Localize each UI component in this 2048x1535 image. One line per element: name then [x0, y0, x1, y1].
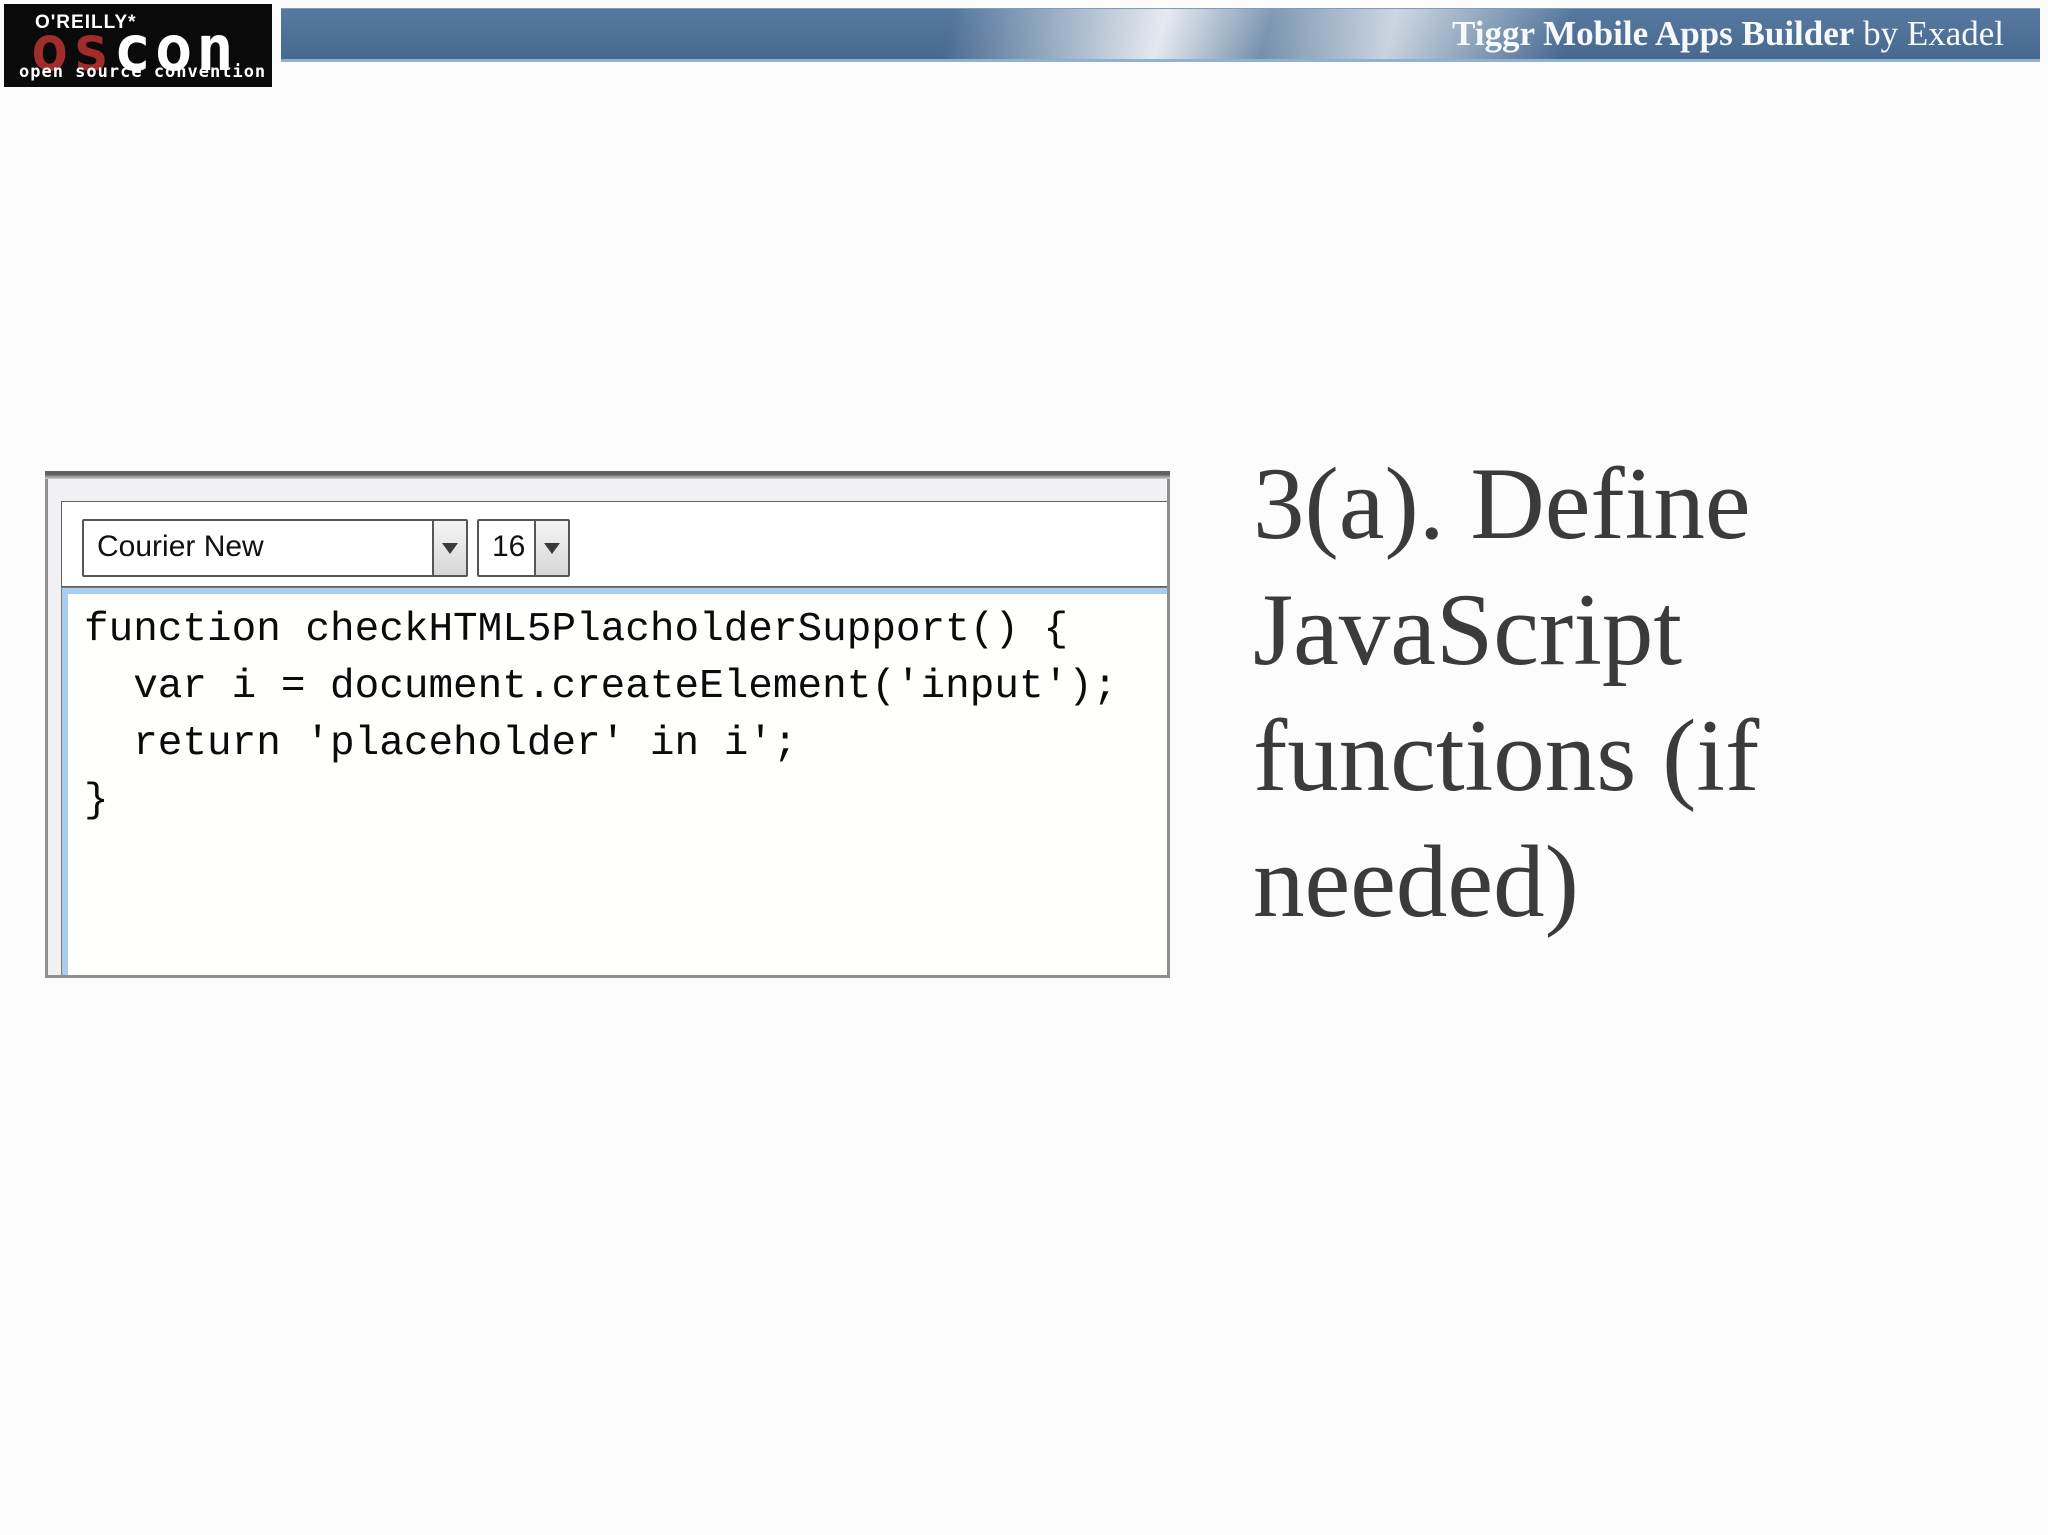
font-size-value[interactable]: 16	[492, 530, 526, 563]
code-line: function checkHTML5PlacholderSupport() {	[84, 607, 1069, 653]
font-size-dropdown-button[interactable]	[534, 521, 568, 575]
header-title: Tiggr Mobile Apps Builder by Exadel	[1452, 9, 2040, 59]
code-line: return 'placeholder' in i';	[84, 721, 798, 767]
code-line: var i = document.createElement('input');	[84, 664, 1118, 710]
oreilly-brand-text: O'REILLY*	[35, 12, 137, 33]
font-family-dropdown[interactable]: Courier New	[82, 519, 468, 577]
javascript-editor-panel: Courier New 16 function checkHTML5Placho…	[45, 471, 1170, 978]
font-family-value[interactable]: Courier New	[97, 530, 264, 563]
slide-title-line: 3(a). Define	[1253, 447, 1751, 561]
editor-toolbar: Courier New 16	[61, 501, 1167, 587]
header-bar: Tiggr Mobile Apps Builder by Exadel	[281, 8, 2040, 62]
oscon-wordmark: oscon	[31, 18, 238, 80]
slide-title-line: functions (if	[1253, 699, 1760, 813]
font-family-dropdown-button[interactable]	[432, 521, 466, 575]
font-size-dropdown[interactable]: 16	[477, 519, 570, 577]
header-title-byline: by Exadel	[1854, 14, 2004, 53]
slide-title-line: needed)	[1253, 825, 1579, 939]
oscon-tagline: open source convention	[19, 62, 267, 82]
oscon-wordmark-con: con	[113, 12, 238, 85]
slide-title-line: JavaScript	[1253, 573, 1683, 687]
code-textarea[interactable]: function checkHTML5PlacholderSupport() {…	[61, 587, 1167, 975]
header-title-product: Tiggr Mobile Apps Builder	[1452, 14, 1855, 53]
oscon-wordmark-os: os	[31, 12, 114, 85]
chevron-down-icon	[544, 542, 560, 554]
slide-title: 3(a). Define JavaScript functions (if ne…	[1253, 441, 2013, 945]
panel-top-border	[45, 471, 1170, 479]
chevron-down-icon	[442, 542, 458, 554]
oscon-logo: O'REILLY* oscon open source convention	[4, 4, 272, 87]
code-line: }	[84, 778, 109, 824]
